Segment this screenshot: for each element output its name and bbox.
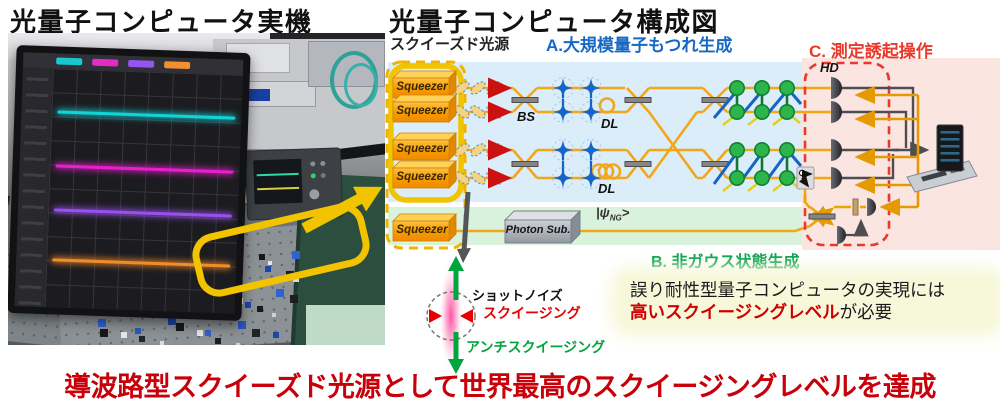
- squeezer-box: [392, 132, 457, 161]
- monitor-chip: [128, 59, 155, 68]
- source-to-legend-arrow: [457, 191, 471, 263]
- photon-detector-icon: [837, 226, 846, 244]
- shot-noise-label: ショットノイズ: [472, 288, 563, 303]
- note-box: 誤り耐性型量子コンピュータの実現には 高いスクイージングレベルが必要: [620, 276, 996, 327]
- squeezer-label: Squeezer: [396, 171, 448, 183]
- anti-squeezing-arrows: [448, 256, 464, 374]
- monitor-chip: [164, 61, 191, 70]
- photon-detector-icon: [867, 198, 876, 216]
- optical-switch-icon: [796, 166, 815, 209]
- source-label: スクイーズド光源: [390, 36, 510, 53]
- cluster-state-icons: [712, 79, 803, 192]
- oscilloscope-button: [320, 160, 326, 167]
- oscilloscope-button: [310, 161, 316, 167]
- waveguide-rails: [449, 86, 832, 233]
- beamsplitter-bars: [511, 97, 729, 167]
- shot-noise-circle: [426, 291, 476, 341]
- squeezer-label: Squeezer: [396, 143, 448, 155]
- psi-sub: NG: [609, 213, 622, 223]
- homodyne-detector-icon: [831, 101, 842, 123]
- bs-label: BS: [517, 109, 536, 124]
- monitor-chip: [92, 58, 119, 67]
- homodyne-detector-icon: [831, 77, 842, 99]
- photo-floor: [306, 305, 385, 345]
- psi-post: >: [621, 205, 630, 220]
- note-rest: が必要: [839, 302, 893, 322]
- section-a-label: A.大規模量子もつれ生成: [546, 36, 733, 55]
- squeezing-arrows: [429, 309, 473, 323]
- note-line2: 高いスクイージングレベルが必要: [630, 301, 986, 323]
- note-line1: 誤り耐性型量子コンピュータの実現には: [630, 280, 945, 300]
- psi-state-label: |ψNG>: [596, 205, 629, 223]
- squeezer-box: [392, 213, 457, 242]
- dl-label: DL: [601, 116, 619, 131]
- monitor-trace-magenta: [55, 164, 234, 174]
- oscilloscope-button: [320, 172, 326, 179]
- oscilloscope-knob: [309, 189, 320, 200]
- measurement-dashed-outline: [803, 61, 891, 247]
- oscilloscope-screen: [253, 158, 303, 205]
- photon-measure-cluster: [808, 198, 876, 244]
- homodyne-detector-icon: [831, 167, 842, 189]
- homodyne-detector-icon: [831, 139, 842, 161]
- section-b-label: B. 非ガウス状態生成: [651, 254, 800, 271]
- control-computer: [906, 124, 978, 193]
- circuit-diagram: [385, 60, 978, 263]
- squeezer-box: [392, 160, 457, 189]
- squeezer-boxes: [392, 70, 457, 242]
- panel-nongaussian: [388, 207, 802, 245]
- squeezer-box: [392, 94, 457, 123]
- input-arrows: [488, 77, 512, 189]
- photon-sub-label: Photon Sub.: [505, 224, 571, 236]
- epr-pair-icons: [552, 77, 602, 189]
- photo-title: 光量子コンピュータ実機: [10, 7, 313, 37]
- section-c-label: C. 測定誘起操作: [809, 42, 933, 61]
- oscilloscope-button: [310, 173, 316, 179]
- dl-label: DL: [598, 181, 616, 196]
- squeezer-box: [392, 70, 457, 99]
- psi-pre: |ψ: [596, 205, 610, 220]
- squeezing-label: スクイージング: [483, 305, 581, 321]
- detector-wires: [842, 86, 930, 180]
- squeezer-label: Squeezer: [396, 81, 448, 93]
- photon-subtractor-box: [503, 209, 582, 245]
- headline: 導波路型スクイーズド光源として世界最高のスクイージングレベルを達成: [64, 372, 936, 402]
- photo-instrument-display: [248, 89, 270, 101]
- note-highlight: 高いスクイージングレベル: [630, 302, 840, 322]
- monitor-chip: [56, 57, 83, 66]
- squeezing-diagram: [426, 256, 476, 374]
- monitor-trace-purple: [53, 208, 232, 218]
- squeezed-ellipse: [439, 260, 463, 372]
- squeezed-source-outline: [385, 60, 467, 250]
- hd-label: HD: [820, 60, 839, 75]
- monitor-trace-cyan: [57, 110, 236, 120]
- anti-squeezing-label: アンチスクイージング: [466, 339, 606, 355]
- squeezer-label: Squeezer: [396, 105, 448, 117]
- squeezer-label: Squeezer: [396, 224, 448, 236]
- lab-photo: [8, 33, 385, 345]
- photo-teal-cable: [344, 63, 378, 107]
- homodyne-detector-icons: [831, 77, 842, 189]
- diagram-title: 光量子コンピュータ構成図: [389, 7, 720, 37]
